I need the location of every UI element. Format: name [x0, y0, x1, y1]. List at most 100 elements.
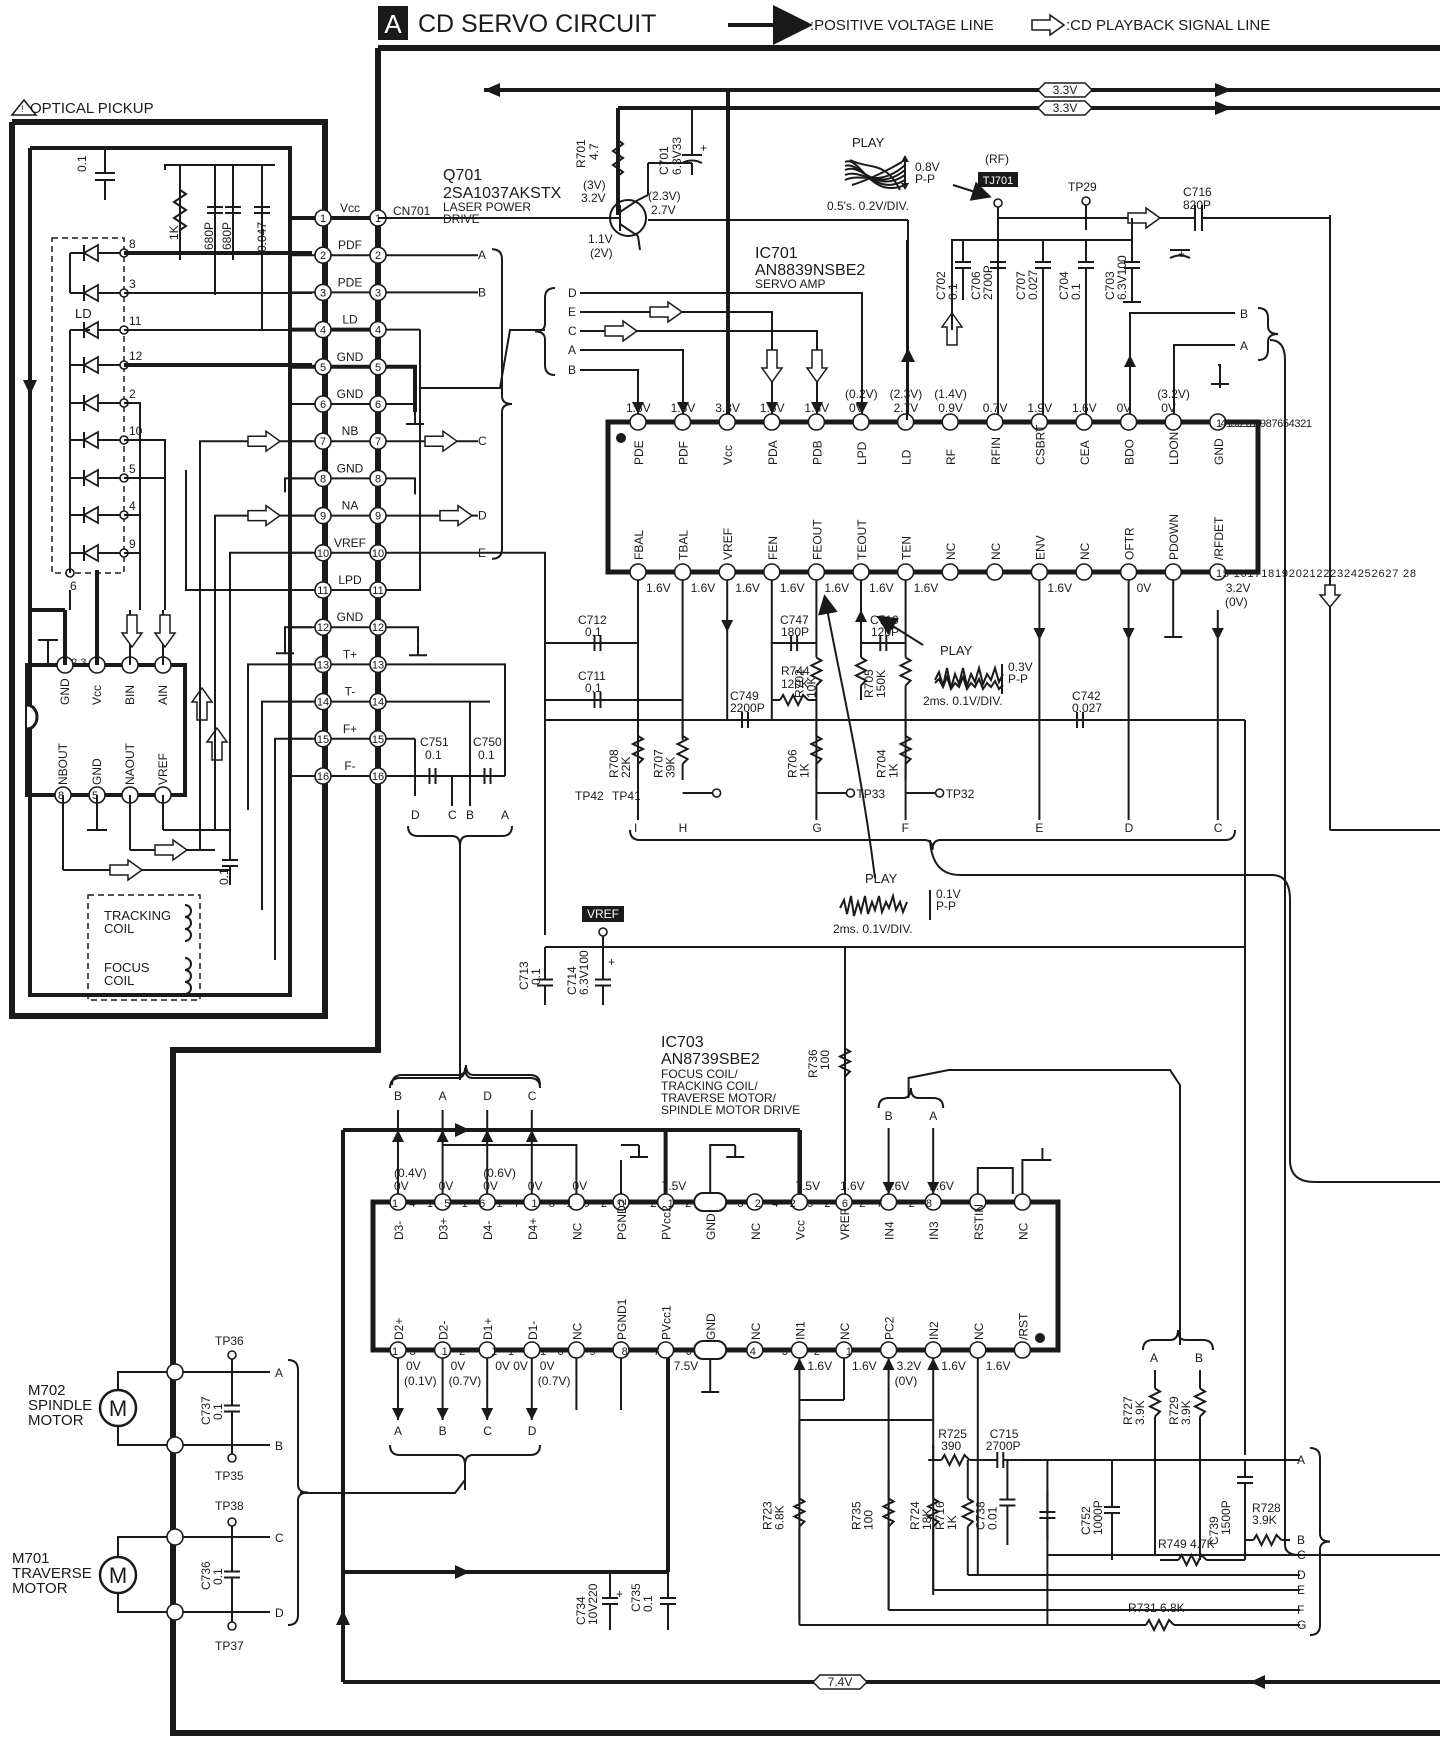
spindle-pin-a	[166, 1363, 184, 1381]
cn701-bottom-letter-1: C	[448, 808, 457, 822]
ic701-bottom-name-4: FEOUT	[810, 519, 824, 560]
ic703-bottom-name-8: NC	[749, 1322, 763, 1340]
ic703-desc-2: TRACKING COIL/	[661, 1079, 758, 1093]
ic701-top-pin-8	[985, 413, 1004, 431]
ic701-top-name-4: PDB	[810, 440, 824, 465]
cn701-right-letter-4: E	[478, 546, 486, 560]
rf-cap-ref-2: C707	[1014, 271, 1028, 300]
signal-line-legend-arrow	[1031, 13, 1066, 37]
ic701-bottom-pin-12	[1164, 563, 1182, 581]
cn701-left-num-16: 16	[317, 771, 329, 783]
tp36-label: TP36	[215, 1334, 244, 1348]
pickup-chip-bottom-name-3: VREF	[156, 753, 170, 785]
ic703-bottom-pin-11	[879, 1341, 898, 1359]
cn701-left-pin-7	[314, 432, 332, 451]
spindle-letter-a: A	[275, 1366, 283, 1380]
cn701-pin-name-9: NA	[342, 499, 359, 513]
cn701-right-num-15: 15	[372, 734, 384, 746]
ic703-bottom-paren-0: (0.1V)	[404, 1374, 437, 1388]
ic703-top-letter-1: A	[439, 1089, 447, 1103]
diode-1	[82, 283, 99, 303]
c735-val: 0.1	[641, 1595, 655, 1612]
r706-ref: R706	[785, 749, 799, 778]
ic701-top-pin-2	[718, 413, 737, 431]
ic701-top-pin-nums: 14 131211109 8 7 6 5 4 3 2 1	[1216, 418, 1312, 430]
bottom-right-letter-3: D	[1297, 1568, 1306, 1582]
ic703-bottom-letter-0: A	[394, 1424, 402, 1438]
c751-ref: C751	[420, 735, 449, 749]
m701-line3: MOTOR	[12, 1580, 68, 1597]
ic701-bottom-letter-1: H	[679, 821, 688, 835]
optical-pickup: ! OPTICAL PICKUP 0.1 1K 680P 680P 0.047	[9, 98, 328, 1019]
svg-text:+: +	[616, 1587, 623, 1601]
ic701-top-volt-12: 0V	[1161, 401, 1176, 415]
ic701-bottom-letter-6: C	[1214, 821, 1223, 835]
ic701-bottom-name-1: TBAL	[677, 530, 691, 560]
c712-ref: C712	[578, 613, 607, 627]
ic701-bottom-pin-3	[762, 563, 781, 581]
ic703-bottom-volt-3: 0V	[540, 1359, 555, 1373]
ic703-top-name-4: NC	[570, 1222, 584, 1240]
ic701-bottom-name-13: /RFDET	[1212, 516, 1226, 560]
r701-ref: R701	[574, 139, 588, 168]
bottom-right-letter-5: F	[1297, 1603, 1304, 1617]
bottom-right-letter-2: C	[1297, 1548, 1306, 1562]
ic703-bottom-paren-3: (0.7V)	[538, 1374, 571, 1388]
ic701-desc: SERVO AMP	[755, 277, 825, 291]
c738-val: 0.01	[985, 1506, 999, 1530]
ic701-bottom-name-6: TEN	[900, 536, 914, 560]
header: A CD SERVO CIRCUIT :POSITIVE VOLTAGE LIN…	[378, 5, 1270, 45]
ic703-top-pin-14	[1013, 1193, 1032, 1211]
ic701-bottom-volt-0: 1.6V	[646, 581, 671, 595]
cn701-left-num-4: 4	[320, 325, 326, 337]
r704-val: 1K	[887, 763, 901, 778]
diode-number-7: 4	[129, 499, 136, 513]
ic701-bottom-name-9: ENV	[1033, 535, 1047, 560]
cn701-right-num-16: 16	[372, 771, 384, 783]
ic703-bottom-paren-1: (0.7V)	[449, 1374, 482, 1388]
ic701-bottom-name-3: FEN	[766, 536, 780, 560]
ic701-bottom-name-12: PDOWN	[1167, 514, 1181, 560]
cn701-right-num-8: 8	[375, 473, 381, 485]
ic701-bottom-pin-6	[896, 563, 915, 581]
ic701-bottom-pin-13	[1209, 563, 1227, 581]
warning-icon	[10, 98, 38, 116]
c715-val: 2700P	[986, 1439, 1021, 1453]
diode-number-0: 8	[129, 237, 136, 251]
r727-ref: R727	[1121, 1396, 1135, 1425]
cn701-pin-name-15: F+	[343, 722, 357, 736]
cn701-right-num-11: 11	[372, 585, 383, 597]
ic701-top-pin-6	[896, 413, 915, 431]
tj701-label: TJ701	[983, 175, 1014, 187]
ic703-top-volt-3: 0V	[528, 1179, 543, 1193]
ic701-bottom-name-11: OFTR	[1123, 527, 1137, 560]
cn701-left-num-9: 9	[320, 511, 326, 523]
play-rf-label: PLAY	[852, 135, 885, 150]
fe-waveform	[839, 892, 908, 917]
play-te-amp: 0.3V	[1008, 660, 1033, 674]
cn701-left-num-7: 7	[320, 436, 326, 448]
ic701-top-name-5: LPD	[855, 441, 869, 465]
cn701-left-pin-11	[314, 581, 332, 599]
c701-ref: C701	[657, 146, 671, 175]
pickup-chip-top-name-3: AIN	[156, 685, 170, 705]
ic701-left-letter-3: A	[568, 343, 576, 357]
tp33-label: TP33	[856, 787, 885, 801]
c752-ref: C752	[1079, 1506, 1093, 1535]
cn701-left-pin-5	[314, 357, 332, 376]
ic703-bottom-volt-11: 3.2V	[897, 1359, 922, 1373]
cn701-pin-name-6: GND	[337, 387, 364, 401]
r728-val: 3.9K	[1252, 1513, 1277, 1527]
ic703-bottom-name-14: /RST	[1016, 1312, 1030, 1340]
tp41-label: TP41	[612, 789, 641, 803]
ic703-top-name-6: PVcc2	[660, 1205, 674, 1240]
diode-number-6: 5	[129, 462, 136, 476]
q701-v-27v: 2.7V	[651, 203, 676, 217]
focus-coil-label-2: COIL	[104, 973, 134, 988]
c711-ref: C711	[578, 669, 606, 683]
ic703-top-paren-0: (0.4V)	[394, 1166, 427, 1180]
ic701-top-pin-12	[1164, 413, 1182, 431]
play-te-pp: P-P	[1008, 672, 1028, 686]
